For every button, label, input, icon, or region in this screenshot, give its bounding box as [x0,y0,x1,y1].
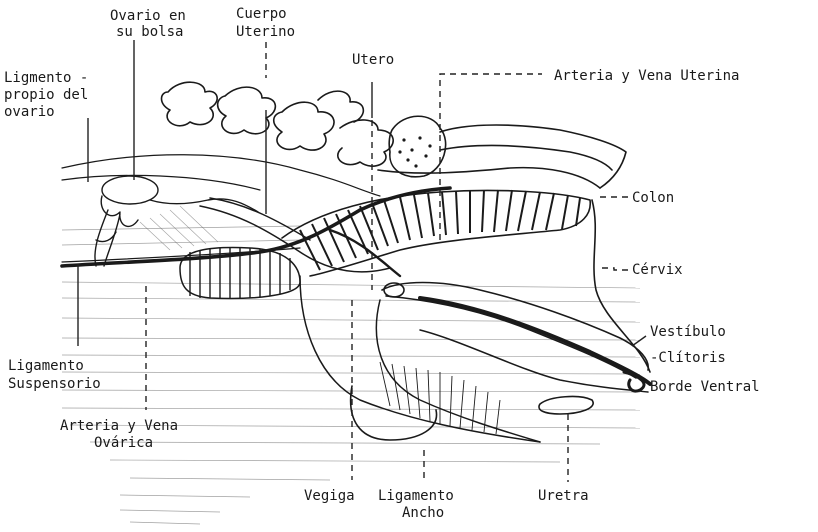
label-arteria-uterina: Arteria y Vena Uterina [554,68,739,84]
clitoris-tip [624,372,644,391]
label-cuerpo-2: Uterino [236,24,295,40]
label-borde-ventral: Borde Ventral [650,379,760,395]
label-uretra: Uretra [538,488,589,504]
label-ligamento-propio-3: ovario [4,104,55,120]
label-ligamento-ancho-2: Ancho [402,505,444,521]
label-ligamento-propio-1: Ligmento - [4,70,88,86]
colon-lobes [162,82,627,188]
urethra-shape [539,397,593,414]
bladder [351,386,437,440]
label-arteria-ovarica-2: Ovárica [94,435,153,451]
label-colon: Colon [632,190,674,206]
label-cervix: Cérvix [632,262,683,278]
label-ligamento-susp-2: Suspensorio [8,376,101,392]
label-utero: Utero [352,52,394,68]
label-arteria-ovarica-1: Arteria y Vena [60,418,178,434]
label-ligamento-propio-2: propio del [4,87,88,103]
label-vestibulo: Vestíbulo [650,324,726,340]
label-ligamento-ancho-1: Ligamento [378,488,454,504]
cervix-vagina [382,200,650,378]
label-vegiga: Vegiga [304,488,355,504]
uterine-body [282,190,590,276]
label-ovario-1: Ovario en [110,8,186,24]
label-cuerpo-1: Cuerpo [236,6,287,22]
label-ovario-2: su bolsa [116,24,183,40]
tissue-sheet [62,155,380,262]
label-ligamento-susp-1: Ligamento [8,358,84,374]
lobe-dots [398,136,431,167]
label-clitoris: -Clítoris [650,350,726,366]
